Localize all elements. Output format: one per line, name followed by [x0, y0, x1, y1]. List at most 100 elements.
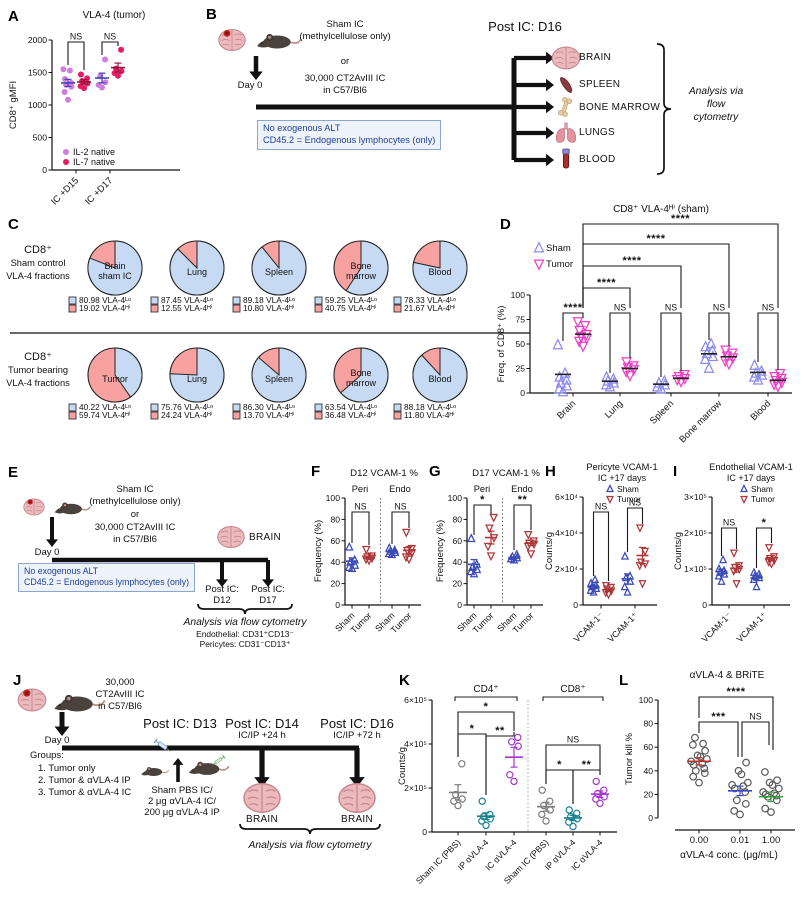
svg-text:80: 80	[452, 514, 462, 524]
svg-text:Bone marrow: Bone marrow	[677, 398, 723, 444]
j-tumor-line3: in C57/Bl6	[98, 701, 142, 712]
svg-text:NS: NS	[567, 735, 579, 745]
j-tumor-line2: CT2AvIII IC	[95, 689, 145, 700]
svg-text:****: ****	[597, 277, 616, 289]
svg-text:Peri: Peri	[352, 484, 369, 494]
svg-text:IC +D15: IC +D15	[49, 175, 80, 206]
svg-text:12.55 VLA-4ᴴⁱ: 12.55 VLA-4ᴴⁱ	[161, 303, 212, 313]
svg-text:Lung: Lung	[187, 267, 207, 277]
panel-a-letter: A	[8, 8, 19, 25]
b-organ-lungs: LUNGS	[579, 127, 615, 138]
b-analysis-line3: cytometry	[693, 112, 739, 123]
svg-text:0.01: 0.01	[731, 835, 750, 846]
b-organ-brain: BRAIN	[579, 52, 612, 63]
svg-text:20: 20	[643, 789, 653, 799]
svg-text:75: 75	[515, 315, 525, 325]
arrow	[514, 78, 554, 92]
svg-text:marrow: marrow	[346, 378, 377, 388]
svg-text:0: 0	[422, 827, 427, 837]
panel-G-points	[466, 513, 539, 578]
svg-text:****: ****	[646, 233, 665, 245]
brain-icon	[338, 783, 376, 813]
svg-text:0.00: 0.00	[690, 835, 709, 846]
j-d14-sub: IC/IP +24 h	[238, 730, 286, 741]
svg-text:Pericyte VCAM-1: Pericyte VCAM-1	[586, 462, 657, 472]
b-organ-spleen: SPLEEN	[579, 79, 621, 90]
svg-text:CD8⁺: CD8⁺	[560, 684, 585, 695]
svg-text:11.80 VLA-4ᴴⁱ: 11.80 VLA-4ᴴⁱ	[404, 410, 455, 420]
e-brain-label: BRAIN	[249, 532, 282, 543]
svg-text:59.74 VLA-4ᴴⁱ: 59.74 VLA-4ᴴⁱ	[79, 410, 130, 420]
svg-text:CD8⁺: CD8⁺	[24, 244, 52, 256]
e-tumor-line2: in C57/Bl6	[113, 534, 157, 545]
panel-h-letter: H	[545, 463, 556, 480]
svg-text:Sham: Sham	[617, 484, 639, 494]
syringe-green-icon	[211, 754, 226, 766]
svg-text:*: *	[557, 759, 562, 771]
svg-text:NS: NS	[713, 303, 725, 313]
svg-text:100: 100	[448, 493, 463, 503]
svg-text:13.70 VLA-4ᴴⁱ: 13.70 VLA-4ᴴⁱ	[243, 410, 294, 420]
svg-text:***: ***	[711, 711, 726, 723]
j-d16-sub: IC/IP +72 h	[333, 730, 381, 741]
svg-text:*: *	[762, 517, 767, 529]
panel-I-chart: 01×10⁵2×10⁵3×10⁵VCAM-1⁻VCAM-1⁺Endothelia…	[673, 462, 793, 644]
j-group-2: 2. Tumor & αVLA-4 IP	[38, 775, 131, 786]
svg-text:100: 100	[326, 493, 341, 503]
svg-text:Brain: Brain	[104, 261, 125, 271]
arrow	[514, 100, 554, 114]
e-post1-line1: Post IC:	[205, 584, 239, 595]
svg-text:Sham: Sham	[751, 484, 773, 494]
svg-text:VCAM-1⁻: VCAM-1⁻	[700, 610, 734, 644]
svg-text:αVLA-4 conc. (μg/mL): αVLA-4 conc. (μg/mL)	[680, 850, 778, 861]
panel-F-points	[344, 528, 417, 573]
svg-text:20: 20	[452, 579, 462, 589]
e-post1-line2: D12	[213, 595, 231, 606]
arrow	[349, 748, 365, 787]
svg-text:****: ****	[671, 213, 690, 225]
j-d13-heading: Post IC: D13	[143, 716, 217, 731]
svg-text:40: 40	[452, 557, 462, 567]
svg-text:IL-2 native: IL-2 native	[73, 147, 115, 157]
svg-text:CD8⁺: CD8⁺	[24, 351, 52, 363]
svg-text:*: *	[484, 701, 489, 713]
svg-text:40: 40	[330, 557, 340, 567]
j-inject-line1: Sham PBS IC/	[151, 785, 213, 796]
svg-text:1500: 1500	[28, 68, 47, 78]
svg-text:****: ****	[622, 255, 641, 267]
svg-text:Sham IC (PBS): Sham IC (PBS)	[414, 837, 463, 886]
svg-text:40: 40	[643, 766, 653, 776]
panel-H-points	[586, 524, 650, 600]
svg-text:Spleen: Spleen	[648, 398, 676, 426]
b-note-line1: No exogenous ALT	[263, 123, 341, 133]
j-brain2-label: BRAIN	[340, 814, 374, 825]
svg-text:D17 VCAM-1 %: D17 VCAM-1 %	[472, 468, 540, 479]
svg-text:NS: NS	[762, 303, 774, 313]
panel-g-letter: G	[429, 463, 441, 480]
svg-text:Tumor: Tumor	[546, 259, 573, 270]
b-post-ic-heading: Post IC: D16	[488, 19, 562, 34]
j-day0: Day 0	[44, 735, 70, 746]
svg-text:63.54 VLA-4ᴸᵒ: 63.54 VLA-4ᴸᵒ	[325, 402, 377, 412]
e-tumor-line1: 30,000 CT2AvIII IC	[94, 522, 176, 533]
svg-text:Counts/g: Counts/g	[397, 747, 408, 785]
mouse-icon	[141, 767, 170, 777]
svg-text:20: 20	[330, 579, 340, 589]
svg-text:100: 100	[511, 290, 526, 300]
svg-text:40.22 VLA-4ᴸᵒ: 40.22 VLA-4ᴸᵒ	[79, 402, 131, 412]
svg-text:Spleen: Spleen	[265, 267, 293, 277]
panel-D-points	[552, 317, 788, 397]
j-group-1: 1. Tumor only	[38, 763, 96, 774]
svg-text:0: 0	[457, 600, 462, 610]
b-note-line2: CD45.2 = Endogenous lymphocytes (only)	[263, 134, 436, 145]
b-day0: Day 0	[237, 80, 263, 91]
svg-text:VLA-4 (tumor): VLA-4 (tumor)	[83, 10, 146, 21]
j-inject-line2: 2 μg αVLA-4 IC/	[148, 796, 216, 807]
svg-text:2×10⁵: 2×10⁵	[404, 783, 427, 793]
svg-text:VLA-4 fractions: VLA-4 fractions	[6, 378, 70, 388]
b-tumor-line2: in C57/Bl6	[323, 85, 367, 96]
svg-text:21.67 VLA-4ᴴⁱ: 21.67 VLA-4ᴴⁱ	[404, 303, 455, 313]
svg-text:80: 80	[330, 514, 340, 524]
